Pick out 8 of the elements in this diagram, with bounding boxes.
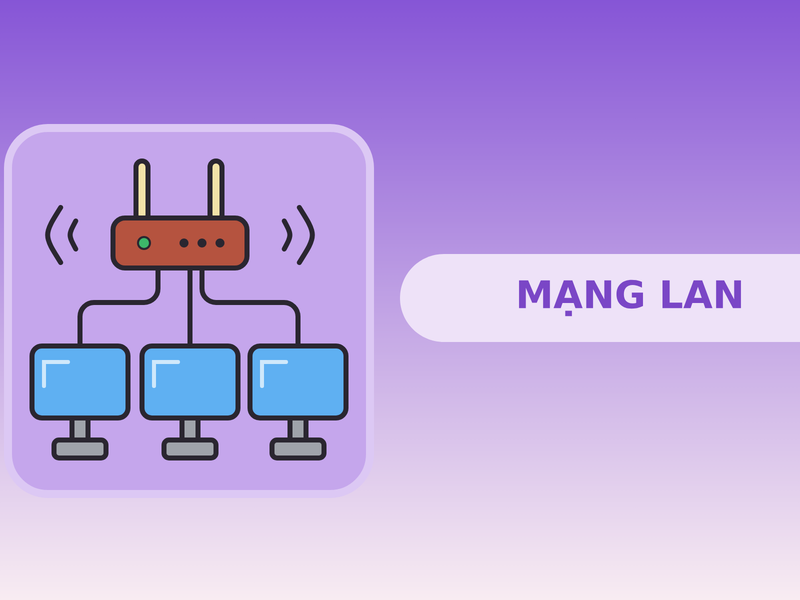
router-icon xyxy=(110,158,250,270)
computer-icon xyxy=(248,344,348,460)
computer-icon xyxy=(140,344,240,460)
cable xyxy=(78,270,160,344)
cable xyxy=(200,270,300,344)
title-pill: MẠNG LAN xyxy=(400,254,800,342)
computer-icon xyxy=(30,344,130,460)
cable xyxy=(188,270,192,344)
